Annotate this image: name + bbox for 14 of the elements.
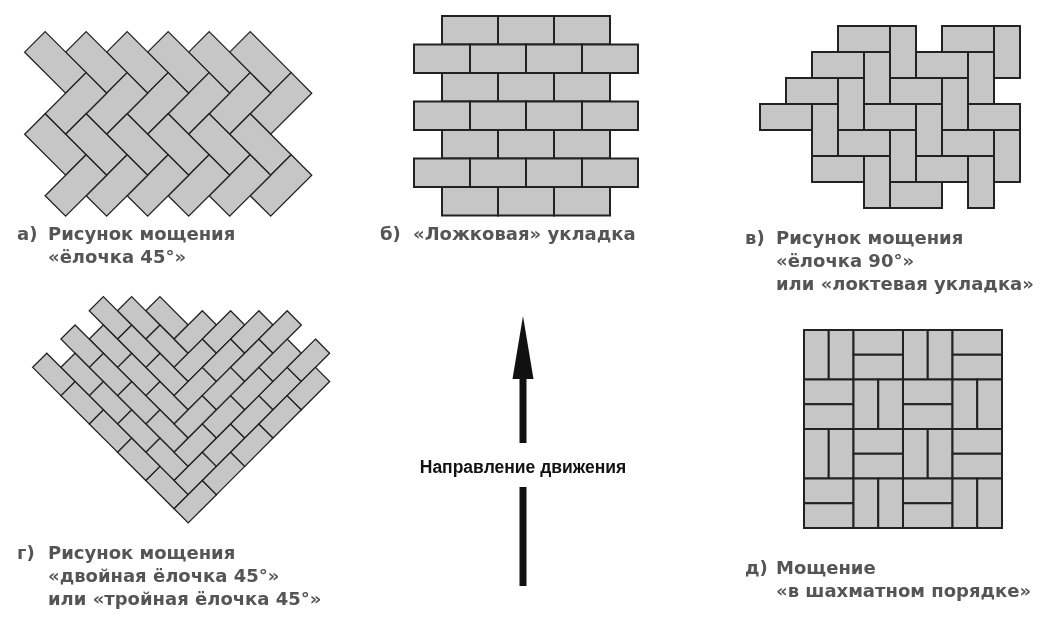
pattern-caption: Рисунок мощения «двойная ёлочка 45°» xyxy=(48,541,281,587)
pattern-caption: «в шахматном порядке» xyxy=(776,579,1032,602)
caption-letter: г) xyxy=(17,541,35,564)
pattern-caption: Мощение xyxy=(776,556,876,579)
pattern-caption: Рисунок мощения «ёлочка 90°» xyxy=(776,226,965,272)
caption-letter: б) xyxy=(380,222,401,245)
pattern-caption: или «локтевая укладка» xyxy=(776,272,1034,295)
caption-letter: а) xyxy=(17,222,38,245)
pattern-caption: или «тройная ёлочка 45°» xyxy=(48,587,322,610)
caption-letter: д) xyxy=(745,556,768,579)
pattern-caption: «Ложковая» укладка xyxy=(413,222,636,245)
caption-letter: в) xyxy=(745,226,765,249)
pattern-caption: Рисунок мощения «ёлочка 45°» xyxy=(48,222,237,268)
direction-label: Направление движения xyxy=(419,457,627,477)
